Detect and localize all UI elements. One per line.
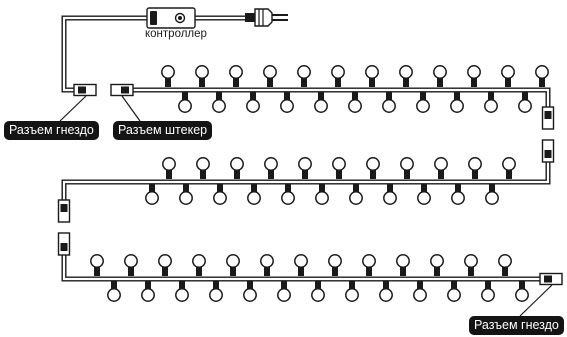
bulb-icon (195, 65, 209, 87)
bulb-icon (314, 92, 328, 113)
bulb-icon (311, 281, 325, 302)
bulb-icon (501, 65, 515, 87)
bulb-icon (349, 184, 363, 205)
controller-label: контроллер (145, 28, 207, 40)
bulb-icon (280, 92, 294, 113)
bulb-icon (498, 254, 512, 276)
bulb-icon (246, 92, 260, 113)
bulb-icon (362, 254, 376, 276)
bulb-icon (379, 281, 393, 302)
callout-leader (121, 95, 141, 122)
bulb-icon (209, 281, 223, 302)
bulb-icon (447, 281, 461, 302)
bulb-icon (297, 65, 311, 87)
connector-icon (539, 272, 563, 286)
bulb-icon (399, 65, 413, 87)
bulb-icon (468, 157, 482, 179)
wire-row1 (133, 87, 551, 107)
bulb-icon (328, 254, 342, 276)
connector-icon (541, 106, 555, 130)
bulb-icon (243, 281, 257, 302)
controller-box-icon (146, 7, 196, 29)
bulb-icon (518, 92, 532, 113)
bulb-icon (382, 92, 396, 113)
parts-layer (146, 7, 288, 29)
bulb-icon (433, 65, 447, 87)
bulb-icon (162, 157, 176, 179)
bulb-icon (175, 281, 189, 302)
bulb-icon (434, 157, 448, 179)
bulb-icon (396, 254, 410, 276)
bulb-icon (502, 157, 516, 179)
bulb-icon (178, 92, 192, 113)
bulb-icon (366, 157, 380, 179)
bulb-icon (212, 92, 226, 113)
bulb-icon (348, 92, 362, 113)
bulb-icon (383, 184, 397, 205)
bulb-icon (450, 92, 464, 113)
bulb-icon (535, 65, 549, 87)
bulb-icon (400, 157, 414, 179)
bulb-icon (365, 65, 379, 87)
bulb-icon (484, 92, 498, 113)
bulb-icon (294, 254, 308, 276)
wire-controller-to-socket (61, 15, 147, 93)
bulb-icon (229, 65, 243, 87)
callout-leader (519, 284, 553, 317)
bulb-icon (451, 184, 465, 205)
bulb-icon (430, 254, 444, 276)
bulb-icon (192, 254, 206, 276)
connector-icon (110, 83, 134, 97)
bulb-icon (331, 65, 345, 87)
connector-icon (73, 83, 97, 97)
bulb-icon (247, 184, 261, 205)
connector-icon (57, 199, 71, 223)
bulb-layer (90, 65, 549, 302)
bulb-icon (260, 254, 274, 276)
power-plug-icon (245, 8, 288, 27)
callout-leader (59, 95, 87, 122)
bulb-icon (515, 281, 529, 302)
connector-layer (57, 83, 563, 317)
bulb-icon (464, 254, 478, 276)
wire-layer (61, 15, 551, 282)
bulb-icon (413, 281, 427, 302)
bulb-icon (179, 184, 193, 205)
bulb-icon (196, 157, 210, 179)
callout-socket-left: Разъем гнездо (4, 121, 99, 140)
callout-plug: Разъем штекер (113, 121, 213, 140)
connector-icon (57, 232, 71, 256)
bulb-icon (264, 157, 278, 179)
bulb-icon (315, 184, 329, 205)
wire-row2 (61, 162, 551, 200)
bulb-icon (213, 184, 227, 205)
bulb-icon (161, 65, 175, 87)
bulb-icon (226, 254, 240, 276)
bulb-icon (124, 254, 138, 276)
bulb-icon (416, 92, 430, 113)
bulb-icon (467, 65, 481, 87)
callout-socket-end: Разъем гнездо (469, 316, 564, 335)
bulb-icon (158, 254, 172, 276)
bulb-icon (90, 254, 104, 276)
bulb-icon (263, 65, 277, 87)
bulb-icon (145, 184, 159, 205)
bulb-icon (277, 281, 291, 302)
bulb-icon (298, 157, 312, 179)
bulb-icon (230, 157, 244, 179)
bulb-icon (281, 184, 295, 205)
bulb-icon (345, 281, 359, 302)
bulb-icon (481, 281, 495, 302)
bulb-icon (141, 281, 155, 302)
wire-row3 (61, 255, 540, 282)
bulb-icon (107, 281, 121, 302)
connector-icon (541, 139, 555, 163)
bulb-icon (332, 157, 346, 179)
bulb-icon (485, 184, 499, 205)
bulb-icon (417, 184, 431, 205)
